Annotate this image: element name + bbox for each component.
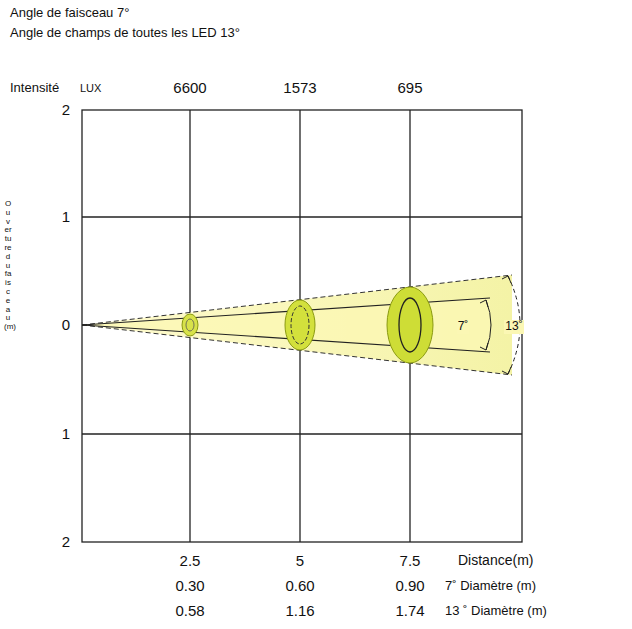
grid bbox=[82, 110, 522, 542]
diameter-value: 0.60 bbox=[285, 578, 314, 595]
light-spots bbox=[182, 287, 433, 363]
diameter-value: 1.16 bbox=[285, 603, 314, 620]
distance-value: 5 bbox=[296, 553, 304, 570]
tick-label: 2 bbox=[62, 102, 70, 119]
unit-label: LUX bbox=[80, 82, 101, 94]
field-cone bbox=[82, 275, 512, 375]
row-title: 13 ˚ Diamètre (m) bbox=[445, 604, 547, 618]
diameter-value: 0.30 bbox=[175, 578, 204, 595]
diameter-value: 0.58 bbox=[175, 603, 204, 620]
angle-label: 7˚ bbox=[457, 320, 470, 333]
tick-label: 0 bbox=[62, 317, 70, 334]
axis-title: Distance(m) bbox=[458, 553, 533, 568]
title-line: Angle de champs de toutes les LED 13° bbox=[10, 26, 240, 40]
distance-value: 2.5 bbox=[180, 553, 201, 570]
lux-value: 695 bbox=[397, 80, 422, 97]
lux-value: 6600 bbox=[173, 80, 206, 97]
row-title: 7˚ Diamètre (m) bbox=[445, 579, 536, 593]
lux-value: 1573 bbox=[283, 80, 316, 97]
tick-label: 1 bbox=[62, 426, 70, 443]
tick-label: 1 bbox=[62, 209, 70, 226]
tick-label: 2 bbox=[62, 534, 70, 551]
diameter-value: 1.74 bbox=[395, 603, 424, 620]
angle-label: 13˚ bbox=[504, 320, 523, 333]
axis-title: Intensité bbox=[10, 81, 59, 95]
distance-value: 7.5 bbox=[400, 553, 421, 570]
title-line: Angle de faisceau 7° bbox=[10, 6, 129, 20]
diameter-value: 0.90 bbox=[395, 578, 424, 595]
axis-title: Ouverture du faisceau (m) bbox=[4, 200, 12, 332]
